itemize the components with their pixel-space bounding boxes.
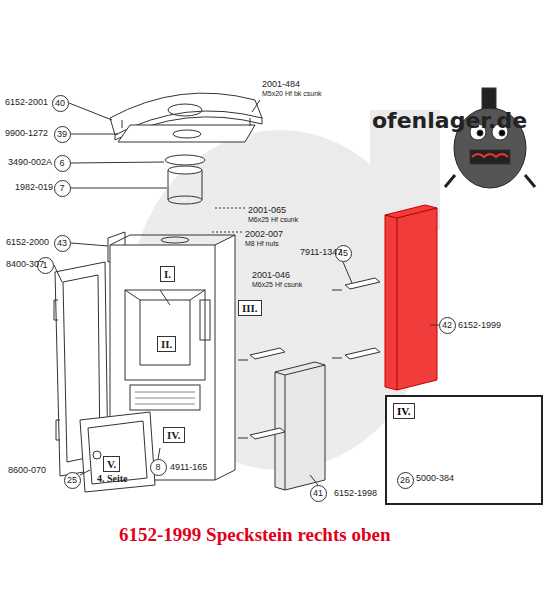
part-number: 5000-384	[416, 474, 454, 483]
detail-inset: IV. 26	[385, 395, 543, 505]
logo-text: ofenlager.de	[372, 110, 527, 132]
part-number: 8600-070	[8, 466, 46, 475]
view-marker: IV.	[163, 427, 185, 443]
callout-circle: 42	[439, 317, 456, 334]
part-number: 8400-307	[6, 260, 44, 269]
part-number: 2001-484	[262, 80, 300, 89]
callout-number: 25	[67, 475, 77, 485]
callout-circle: 26	[397, 472, 414, 489]
part-number: 7911-1347	[300, 248, 342, 257]
view-marker: III.	[238, 300, 262, 316]
part-number: 2001-046	[252, 271, 290, 280]
callout-number: 41	[313, 488, 323, 498]
callout-number: 8	[155, 462, 160, 472]
callout-circle: 25	[64, 472, 81, 489]
view-marker: V.	[103, 456, 120, 472]
part-number: 1982-019	[15, 183, 53, 192]
view-label: IV.	[167, 429, 181, 441]
part-number: 6152-1999	[458, 321, 501, 330]
part-number: 3490-002A	[8, 158, 52, 167]
part-number: 2001-065	[248, 206, 286, 215]
callout-circle: 7	[54, 180, 71, 197]
callout-number: 43	[57, 238, 67, 248]
logo-mascot	[445, 88, 535, 188]
view-label: II.	[161, 338, 172, 350]
callout-number: 42	[442, 320, 452, 330]
callout-circle: 43	[54, 235, 71, 252]
callout-circle: 41	[310, 485, 327, 502]
part-number: 2002-007	[245, 230, 283, 239]
callout-circle: 6	[54, 155, 71, 172]
view-marker: II.	[157, 336, 176, 352]
part-number: M8 Hf nuts	[245, 240, 279, 247]
part-number: 6152-2000	[6, 238, 49, 247]
callout-number: 7	[59, 183, 64, 193]
view-label: V.	[107, 458, 116, 470]
callout-number: 26	[400, 475, 410, 485]
part-number: 6152-1998	[334, 489, 377, 498]
callout-number: 40	[55, 98, 65, 108]
callout-circle: 39	[54, 126, 71, 143]
part-number: 9900-1272	[5, 129, 48, 138]
callout-circle: 8	[150, 459, 167, 476]
callout-number: 39	[57, 129, 67, 139]
part-number: M6x25 Hf csunk	[248, 216, 298, 223]
part-number: 4. Seite	[97, 474, 128, 484]
part-number: 4911-165	[170, 463, 207, 472]
view-label: III.	[242, 302, 258, 314]
view-label: I.	[164, 268, 171, 280]
part-number: M5x20 Hf bk csunk	[262, 90, 322, 97]
view-marker: I.	[160, 266, 175, 282]
view-label: IV.	[393, 403, 415, 419]
callout-number: 6	[59, 158, 64, 168]
callout-circle: 40	[52, 95, 69, 112]
part-number: M6x25 Hf csunk	[252, 281, 302, 288]
caption: 6152-1999 Speckstein rechts oben	[119, 524, 390, 546]
part-number: 6152-2001	[5, 98, 48, 107]
